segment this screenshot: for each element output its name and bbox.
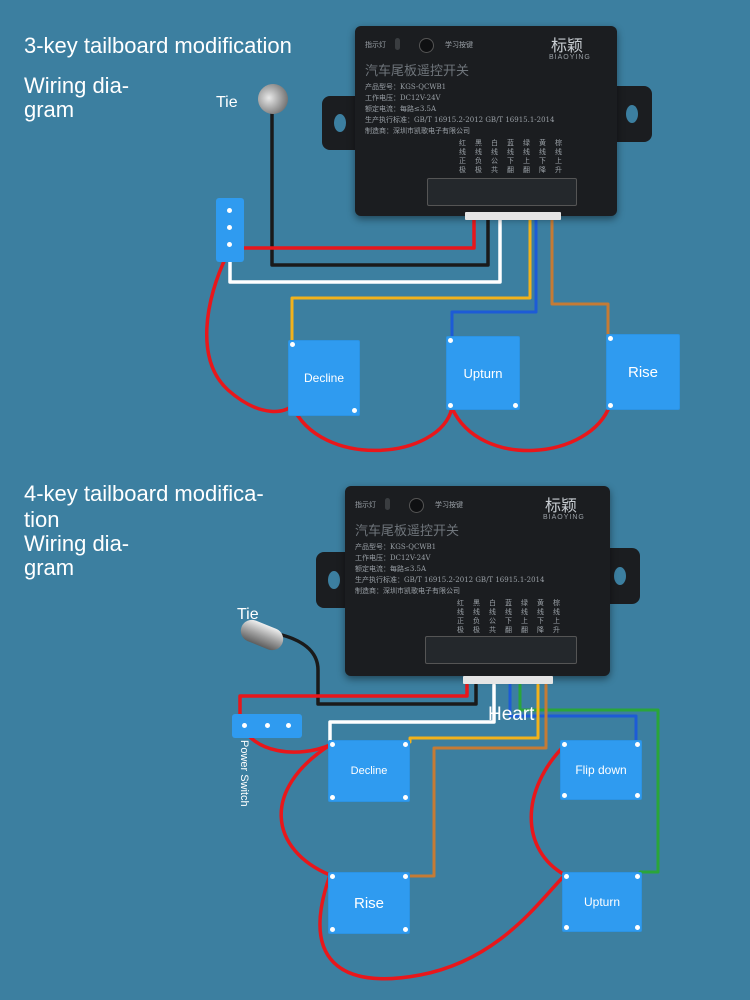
d1-maker: 制造商：深圳市凯歌电子有限公司 xyxy=(365,127,470,135)
d2-wire-legend: 红黑白蓝绿黄棕 线线线线线线线 正负公下上下上 极极共翻翻降升 xyxy=(457,598,569,634)
d1-indicator-led-icon xyxy=(395,38,400,50)
diagram2-tie-label: Tie xyxy=(237,606,259,623)
d2-key-upturn-label: Upturn xyxy=(583,895,621,909)
d2-brown-rise-wire xyxy=(408,683,548,878)
d2-green-upturn-wire xyxy=(518,683,660,874)
d1-orange-wire xyxy=(550,216,610,342)
diagram1-title: 3-key tailboard modification xyxy=(24,33,292,58)
d1-key-rise-label: Rise xyxy=(627,363,658,381)
d1-blue-wire xyxy=(450,216,538,342)
d2-red-chain-rise-upturn xyxy=(318,873,567,981)
diagram2-subtitle-line1: Wiring dia- xyxy=(24,531,130,556)
d1-white-wire xyxy=(228,216,502,284)
legend-row: 红黑白蓝绿黄棕 xyxy=(457,599,569,607)
legend-row: 极极共翻翻降升 xyxy=(457,626,569,634)
d1-model: 产品型号：KGS-QCWB1 xyxy=(365,83,447,91)
d2-power-switch-icon xyxy=(232,714,302,738)
d2-red-chain-upturn-flip xyxy=(529,743,567,877)
d2-product-name: 汽车尾板遥控开关 xyxy=(355,524,460,539)
d1-key-decline[interactable]: Decline xyxy=(288,340,360,416)
legend-row: 线线线线线线线 xyxy=(459,148,571,156)
d1-key-upturn-label: Upturn xyxy=(463,365,503,381)
d1-key-rise[interactable]: Rise xyxy=(606,334,680,410)
d1-learn-label: 学习按键 xyxy=(445,41,473,49)
d1-indicator-label: 指示灯 xyxy=(365,41,386,49)
d2-voltage: 工作电压：DC12V-24V xyxy=(355,554,431,562)
d2-current: 额定电流：每路≤3.5A xyxy=(355,565,427,573)
diagram1-subtitle-line1: Wiring dia- xyxy=(24,73,130,98)
d1-voltage: 工作电压：DC12V-24V xyxy=(365,94,441,102)
d1-brand-en: BIAOYING xyxy=(549,54,591,61)
d1-standard: 生产执行标准：GB/T 16915.2-2012 GB/T 16915.1-20… xyxy=(365,116,555,124)
diagram2-title-line2: tion xyxy=(24,507,60,532)
d1-brand-cn: 标颖 xyxy=(551,36,584,55)
d2-brand-cn: 标颖 xyxy=(545,496,578,515)
d2-indicator-led-icon xyxy=(385,498,390,510)
d2-white-wire xyxy=(328,683,496,744)
d2-learn-button-icon[interactable] xyxy=(409,498,424,513)
d2-blue-flip-wire xyxy=(508,683,638,744)
d2-key-upturn[interactable]: Upturn xyxy=(562,872,642,932)
legend-row: 线线线线线线线 xyxy=(457,608,569,616)
d2-key-decline[interactable]: Decline xyxy=(328,740,410,802)
d2-controller-module: 指示灯 学习按键 标颖 BIAOYING 汽车尾板遥控开关 产品型号：KGS-Q… xyxy=(345,486,610,684)
d2-key-flip-down[interactable]: Flip down xyxy=(560,740,642,800)
diagram2-heart-label: Heart xyxy=(488,704,535,725)
d2-red-wire xyxy=(238,683,469,718)
d1-yellow-wire xyxy=(290,216,532,348)
diagram1-subtitle-line2: gram xyxy=(24,97,75,122)
d2-tie-wire xyxy=(280,633,478,706)
diagram2-power-switch-label: Power Switch xyxy=(238,740,250,807)
d2-key-rise-label: Rise xyxy=(353,894,384,912)
d2-key-rise[interactable]: Rise xyxy=(328,872,410,934)
d2-key-decline-label: Decline xyxy=(350,765,388,777)
d1-red-common-loop xyxy=(204,253,294,414)
legend-row: 正负公下上下上 xyxy=(459,157,571,165)
d2-model: 产品型号：KGS-QCWB1 xyxy=(355,543,437,551)
legend-row: 极极共翻翻降升 xyxy=(459,166,571,174)
d1-product-name: 汽车尾板遥控开关 xyxy=(365,64,470,79)
d2-brand-en: BIAOYING xyxy=(543,514,585,521)
d2-connector-strip xyxy=(463,676,553,684)
d2-red-chain-decline-rise xyxy=(279,743,332,877)
d1-wire-legend: 红黑白蓝绿黄棕 线线线线线线线 正负公下上下上 极极共翻翻降升 xyxy=(459,138,571,174)
d1-power-switch-icon xyxy=(216,198,244,262)
d2-key-flip-down-label: Flip down xyxy=(575,763,627,777)
diagram2-title-line1: 4-key tailboard modifica- xyxy=(24,481,264,506)
legend-row: 红黑白蓝绿黄棕 xyxy=(459,139,571,147)
d2-yellow-decline-wire xyxy=(408,683,540,744)
legend-row: 正负公下上下上 xyxy=(457,617,569,625)
d1-key-decline-label: Decline xyxy=(303,371,345,385)
d2-indicator-label: 指示灯 xyxy=(355,501,376,509)
d1-connector-strip xyxy=(465,212,561,220)
d1-learn-button-icon[interactable] xyxy=(419,38,434,53)
d1-terminal-block xyxy=(427,178,577,206)
diagram1-tie-label: Tie xyxy=(216,94,238,111)
diagram2-subtitle-line2: gram xyxy=(24,555,75,580)
d2-terminal-block xyxy=(425,636,577,664)
d2-maker: 制造商：深圳市凯歌电子有限公司 xyxy=(355,587,460,595)
d1-controller-module: 指示灯 学习按键 标颖 BIAOYING 汽车尾板遥控开关 产品型号：KGS-Q… xyxy=(355,26,617,220)
d2-learn-label: 学习按键 xyxy=(435,501,463,509)
d2-standard: 生产执行标准：GB/T 16915.2-2012 GB/T 16915.1-20… xyxy=(355,576,545,584)
d1-tie-wire xyxy=(270,110,490,267)
d1-key-upturn[interactable]: Upturn xyxy=(446,336,520,410)
d1-red-wire xyxy=(228,216,476,250)
d1-current: 额定电流：每路≤3.5A xyxy=(365,105,437,113)
